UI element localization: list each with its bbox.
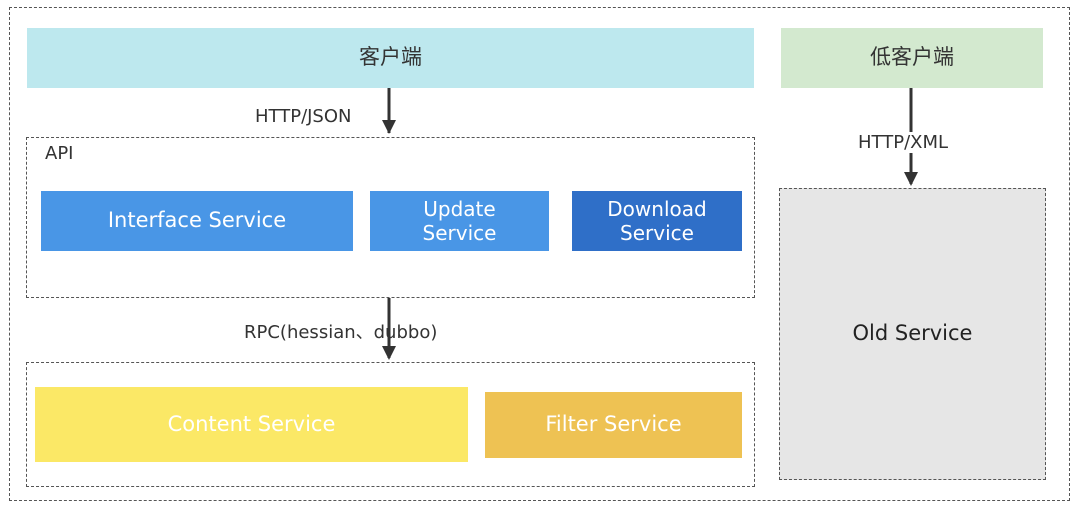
api-group <box>26 137 755 298</box>
interface-service-label: Interface Service <box>107 208 287 233</box>
http-xml-label: HTTP/XML <box>856 132 951 153</box>
client-box: 客户端 <box>27 28 754 88</box>
api-label: API <box>45 143 74 164</box>
arrowhead-client-to-api <box>382 120 396 134</box>
update-service-box: Update Service <box>370 191 549 251</box>
download-service-box: Download Service <box>572 191 742 251</box>
filter-service-box: Filter Service <box>485 392 742 458</box>
rpc-label: RPC(hessian、dubbo) <box>244 322 438 343</box>
update-service-label: Update Service <box>422 197 497 245</box>
old-service-label: Old Service <box>852 321 973 346</box>
http-json-label: HTTP/JSON <box>255 106 352 127</box>
arrowhead-low-client-to-old <box>904 172 918 186</box>
low-client-label: 低客户端 <box>870 45 954 70</box>
content-service-box: Content Service <box>35 387 468 462</box>
outer-frame <box>9 7 1070 501</box>
old-service-box: Old Service <box>779 188 1046 480</box>
backend-group <box>26 362 755 487</box>
download-service-label: Download Service <box>607 197 707 245</box>
low-client-box: 低客户端 <box>781 28 1043 88</box>
filter-service-label: Filter Service <box>545 412 682 437</box>
interface-service-box: Interface Service <box>41 191 353 251</box>
client-label: 客户端 <box>359 45 422 70</box>
arrowhead-api-to-backend <box>382 346 396 360</box>
content-service-label: Content Service <box>167 411 336 436</box>
